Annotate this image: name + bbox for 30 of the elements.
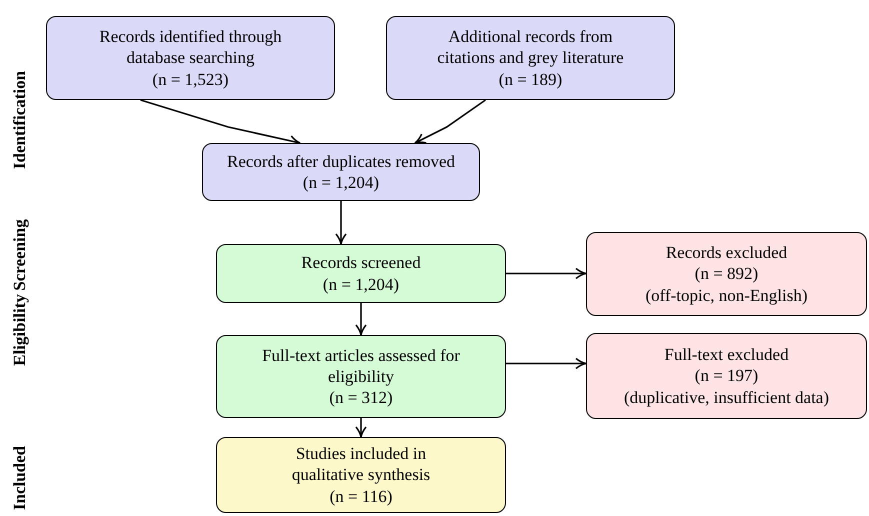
process-box <box>386 16 675 100</box>
process-box <box>216 244 506 303</box>
exclusion-box <box>586 232 867 316</box>
box-text: Full-text excluded <box>664 344 789 366</box>
stage-label: Screening <box>10 219 30 291</box>
box-text: Additional records from citations and grey literature <box>436 26 625 69</box>
exclusion-box <box>586 333 867 419</box>
stage-label: Eligibility <box>10 294 30 366</box>
box-text: Records identified through database searching <box>98 26 283 69</box>
box-text: (n = 1,204) <box>302 172 380 194</box>
box-text: Records screened <box>301 252 421 274</box>
stage-label: Identification <box>10 70 30 170</box>
result-box <box>216 437 506 513</box>
box-text: (n = 116) <box>330 486 392 507</box>
box-text: (off-topic, non-English) <box>645 284 808 306</box>
box-text: Studies included in qualitative synthesis <box>290 443 432 486</box>
box-text: (n = 1,204) <box>322 274 400 295</box>
box-text: Records excluded <box>666 242 788 264</box>
box-text: (n = 312) <box>329 387 393 408</box>
box-text: Full-text articles assessed for eligibility <box>261 344 461 388</box>
box-text: (n = 1,523) <box>152 68 229 90</box>
box-text: (n = 189) <box>498 68 562 90</box>
process-box <box>216 335 506 418</box>
process-box <box>202 143 480 201</box>
box-text: (n = 892) <box>694 263 758 285</box>
box-text: (n = 197) <box>694 365 758 387</box>
process-box <box>46 16 335 100</box>
stage-label: Included <box>10 446 30 510</box>
box-text: Records after duplicates removed <box>227 150 455 172</box>
box-text: (duplicative, insufficient data) <box>624 386 830 408</box>
